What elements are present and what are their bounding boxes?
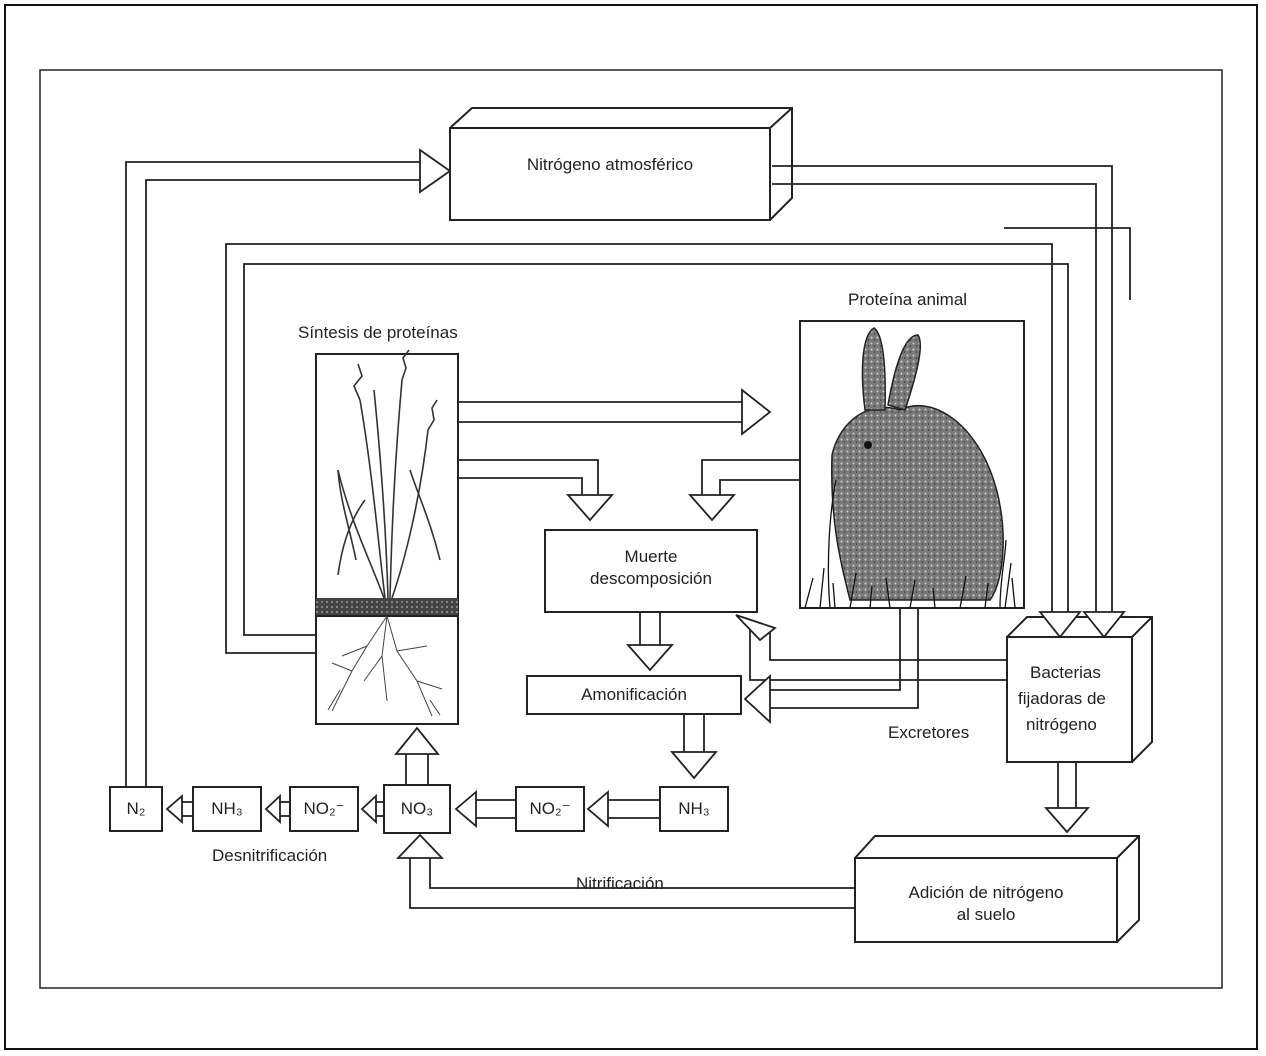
nitrification-label: Nitrificación — [576, 874, 664, 893]
protein-synthesis-label: Síntesis de proteínas — [298, 323, 458, 342]
animal-protein-label: Proteína animal — [848, 290, 968, 309]
decomposition-label-line2: descomposición — [590, 569, 712, 588]
nh3-left-box — [192, 786, 262, 832]
bacteria-label-line1: Bacterias — [1030, 663, 1101, 682]
no2-left-box — [289, 786, 359, 832]
n2-box — [109, 786, 163, 832]
plant-illustration — [315, 349, 459, 725]
no2-right-label: NO₂⁻ — [529, 799, 571, 818]
ammonification-box — [526, 675, 742, 715]
denitrification-label: Desnitrificación — [212, 846, 328, 865]
bacteria-label-line3: nitrógeno — [1026, 715, 1097, 734]
atmospheric-nitrogen-label: Nitrógeno atmosférico — [526, 155, 694, 174]
soil-addition-box — [854, 835, 1140, 943]
n2-label: N₂ — [126, 799, 146, 818]
no3-box — [383, 784, 451, 834]
diagram-frame — [39, 69, 1223, 989]
no2-left-label: NO₂⁻ — [303, 799, 345, 818]
decomposition-label-line1: Muerte — [624, 547, 678, 566]
no2-right-box — [515, 786, 585, 832]
bacteria-box — [1006, 616, 1153, 763]
flow-pipes — [125, 148, 1131, 909]
nh3-left-label: NH₃ — [211, 799, 243, 818]
soil-addition-label-line1: Adición de nitrógeno — [908, 883, 1064, 902]
decomposition-box — [544, 529, 758, 613]
excreters-label: Excretores — [888, 723, 970, 742]
nh3-right-label: NH₃ — [678, 799, 710, 818]
rabbit-illustration — [799, 320, 1025, 609]
nh3-right-box — [659, 786, 729, 832]
soil-addition-label-line2: al suelo — [956, 905, 1016, 924]
atmospheric-nitrogen-box — [449, 107, 793, 221]
ammonification-label: Amonificación — [581, 685, 687, 704]
page-border — [4, 4, 1258, 1050]
bacteria-label-line2: fijadoras de — [1018, 689, 1106, 708]
no3-label: NO₃ — [400, 799, 434, 818]
